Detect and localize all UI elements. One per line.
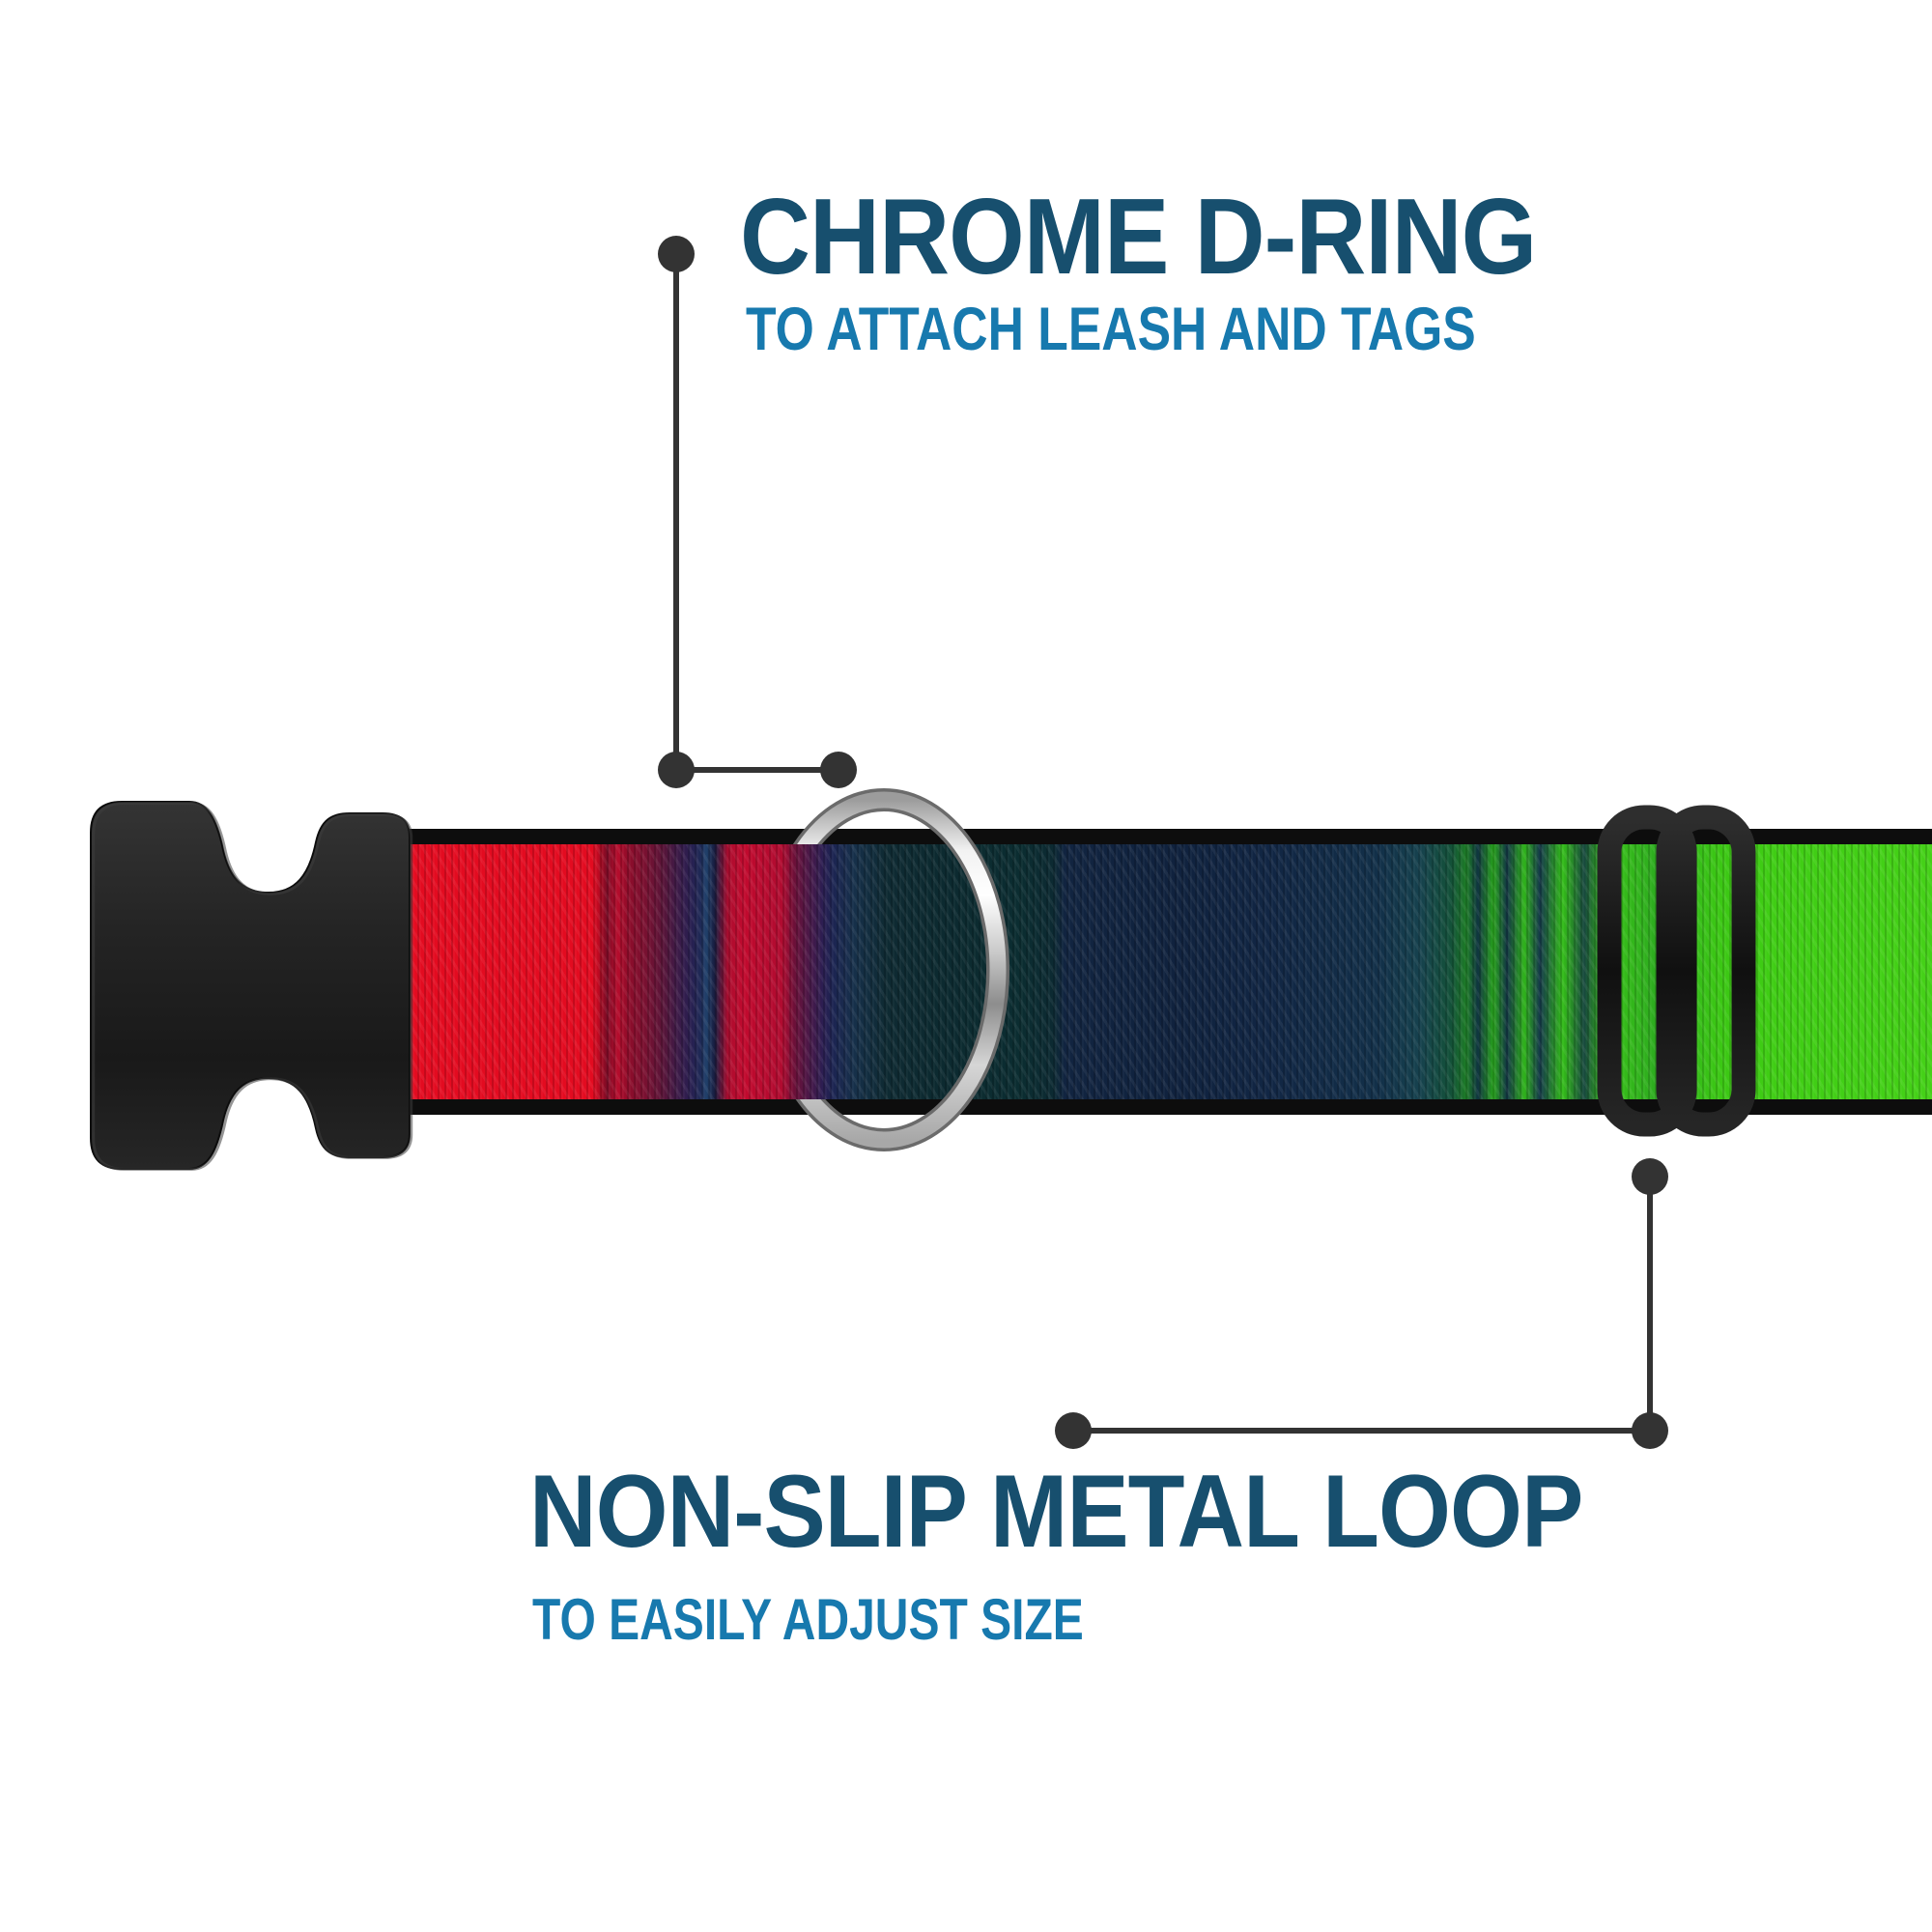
loop-callout-dot-top (1632, 1158, 1668, 1195)
dring-callout-dot-top (658, 236, 695, 272)
dring-leader-line-horizontal (676, 767, 838, 773)
loop-callout-subtitle: TO EASILY ADJUST SIZE (532, 1587, 1084, 1652)
dring-callout-subtitle: TO ATTACH LEASH AND TAGS (746, 296, 1476, 363)
loop-callout-dot-elbow (1632, 1412, 1668, 1449)
dring-callout-dot-elbow (658, 752, 695, 788)
side-release-buckle-icon (90, 801, 413, 1171)
collar-webbing-icon (404, 829, 1932, 1115)
dring-callout-dot-end (820, 752, 857, 788)
loop-callout-title: NON-SLIP METAL LOOP (529, 1453, 1583, 1569)
dring-leader-line-vertical (673, 254, 679, 770)
loop-callout-dot-end (1055, 1412, 1092, 1449)
loop-leader-line-vertical (1647, 1177, 1653, 1431)
loop-leader-line-horizontal (1073, 1428, 1650, 1434)
dring-callout-title: CHROME D-RING (740, 177, 1537, 297)
